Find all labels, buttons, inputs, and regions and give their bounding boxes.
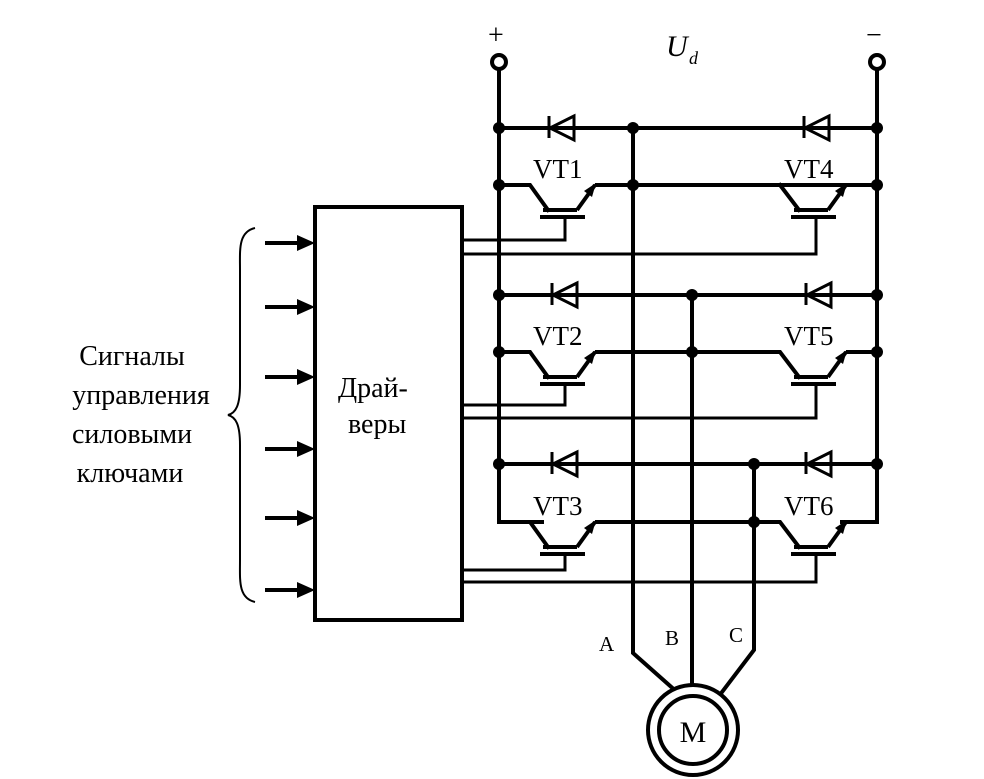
vt5-label: VT5 — [784, 321, 834, 351]
vt1-igbt-icon — [540, 183, 603, 219]
minus-terminal-icon — [868, 53, 886, 71]
junction-dot — [493, 289, 505, 301]
junction-dot — [871, 179, 883, 191]
junction-dot — [871, 346, 883, 358]
junction-dots — [493, 122, 883, 528]
emitter-arrow-icon — [835, 520, 847, 534]
vt5-igbt-icon — [791, 350, 854, 386]
junction-dot — [493, 179, 505, 191]
control-input-arrows — [265, 235, 315, 598]
diode-d6-icon — [803, 449, 833, 479]
gate-wire-vt5 — [462, 382, 818, 420]
phase-c-label: C — [729, 623, 743, 647]
phase-a-wire — [631, 126, 689, 703]
plus-terminal-icon — [490, 53, 508, 71]
gate-wire-vt3 — [462, 552, 567, 572]
emitter-arrow-icon — [835, 183, 847, 197]
control-input-arrow-3 — [265, 369, 315, 385]
driver-block — [313, 205, 464, 622]
midpoint-rail-3 — [596, 520, 802, 550]
gate-wire-vt2 — [462, 382, 567, 407]
junction-dot — [871, 122, 883, 134]
voltage-subscript: d — [689, 48, 699, 68]
control-input-arrow-2 — [265, 299, 315, 315]
junction-dot — [686, 346, 698, 358]
emitter-arrow-icon — [584, 183, 596, 197]
plus-terminal-label: + — [488, 20, 504, 51]
junction-dot — [493, 122, 505, 134]
control-input-arrow-1 — [265, 235, 315, 251]
vt2-igbt-icon — [540, 350, 603, 386]
junction-dot — [627, 179, 639, 191]
junction-dot — [493, 458, 505, 470]
diode-d4-icon — [801, 113, 831, 143]
vt6-igbt-icon — [791, 520, 854, 556]
junction-dot — [627, 122, 639, 134]
motor-icon: M — [646, 683, 740, 777]
emitter-arrow-icon — [584, 520, 596, 534]
vt4-igbt-icon — [791, 183, 854, 219]
diode-d5-icon — [803, 280, 833, 310]
emitter-arrow-icon — [584, 350, 596, 364]
vt4-label: VT4 — [784, 154, 834, 184]
signals-label-line-4: ключами — [77, 458, 184, 489]
supply-voltage-label: U d — [666, 30, 699, 68]
vt3-igbt-icon — [540, 520, 603, 556]
vt2-label: VT2 — [533, 321, 583, 351]
signals-label: Сигналы управления силовыми ключами — [72, 341, 210, 489]
vt1-collector — [497, 183, 551, 213]
junction-dot — [748, 458, 760, 470]
junction-dot — [686, 289, 698, 301]
control-input-arrow-5 — [265, 510, 315, 526]
leg-3 — [497, 449, 879, 550]
diode-d2-icon — [549, 280, 579, 310]
junction-dot — [748, 516, 760, 528]
vt2-collector — [497, 350, 551, 380]
vt4-collector — [777, 182, 802, 213]
voltage-symbol: U — [666, 30, 690, 63]
phase-b-label: B — [665, 626, 679, 650]
motor-label: M — [680, 716, 707, 749]
signals-label-line-1: Сигналы — [79, 341, 185, 372]
diode-d3-icon — [549, 449, 579, 479]
signals-brace-icon — [227, 227, 256, 603]
igbt-group — [540, 183, 854, 556]
gate-wire-vt6 — [462, 552, 818, 584]
junction-dot — [871, 458, 883, 470]
vt6-label: VT6 — [784, 491, 834, 521]
control-input-arrow-6 — [265, 582, 315, 598]
driver-label-line-1: Драй- — [338, 373, 408, 404]
midpoint-rail-2 — [596, 350, 802, 380]
control-input-arrow-4 — [265, 441, 315, 457]
emitter-arrow-icon — [835, 350, 847, 364]
signals-label-line-3: силовыми — [72, 419, 192, 450]
vt3-collector — [497, 520, 551, 550]
driver-label-line-2: веры — [348, 409, 406, 440]
diode-d1-icon — [546, 113, 576, 143]
vt1-label: VT1 — [533, 154, 583, 184]
signals-label-line-2: управления — [72, 380, 210, 411]
gate-wire-vt4 — [462, 215, 818, 256]
gate-wires — [462, 215, 818, 584]
minus-terminal-label: − — [866, 20, 882, 51]
junction-dot — [493, 346, 505, 358]
vt3-label: VT3 — [533, 491, 583, 521]
junction-dot — [871, 289, 883, 301]
gate-wire-vt1 — [462, 215, 567, 242]
phase-a-label: A — [599, 632, 615, 656]
